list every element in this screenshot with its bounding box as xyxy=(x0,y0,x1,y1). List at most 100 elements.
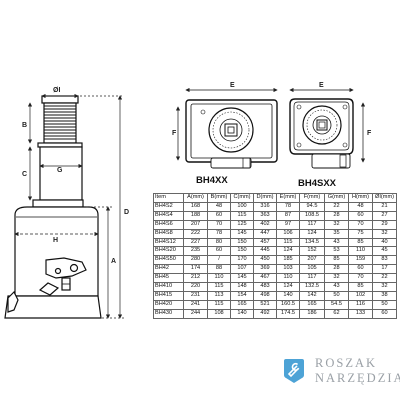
spec-value-cell: 27 xyxy=(372,210,397,221)
spec-value-cell: 188 xyxy=(183,210,208,221)
spec-value-cell: 94.5 xyxy=(299,201,325,212)
spec-value-cell: 152 xyxy=(299,246,325,257)
spec-value-cell: 54.5 xyxy=(324,299,349,310)
spec-item-cell: BH4S4 xyxy=(153,210,184,221)
spec-header-cell: A(mm) xyxy=(183,193,208,203)
spec-value-cell: 222 xyxy=(183,228,208,239)
dim-label-c: C xyxy=(22,171,27,178)
spec-value-cell: 140 xyxy=(230,308,254,319)
spec-value-cell: 32 xyxy=(324,219,349,230)
spec-value-cell: 45 xyxy=(372,246,397,257)
spec-value-cell: 316 xyxy=(253,201,277,212)
spec-value-cell: 75 xyxy=(348,228,373,239)
spec-value-cell: 110 xyxy=(207,273,231,284)
spec-value-cell: 102 xyxy=(348,290,373,301)
spec-value-cell: 115 xyxy=(207,299,231,310)
dim-label-e-right: E xyxy=(319,82,324,89)
saddle-cap xyxy=(41,95,79,104)
spec-header-cell: F(mm) xyxy=(299,193,325,203)
dim-label-f-right: F xyxy=(367,130,372,137)
spec-item-cell: BH4S50 xyxy=(153,255,184,266)
spec-value-cell: 124 xyxy=(299,228,325,239)
spec-item-cell: BH45 xyxy=(153,273,184,284)
spec-value-cell: 241 xyxy=(183,299,208,310)
spec-value-cell: / xyxy=(207,255,231,266)
spec-value-cell: 60 xyxy=(207,246,231,257)
spec-value-cell: 115 xyxy=(230,210,254,221)
spec-value-cell: 174.5 xyxy=(276,308,300,319)
spec-value-cell: 87 xyxy=(276,210,300,221)
spec-value-cell: 115 xyxy=(207,282,231,292)
spec-value-cell: 124 xyxy=(276,246,300,257)
base xyxy=(4,295,102,319)
jack-side-view xyxy=(4,95,102,319)
spec-value-cell: 154 xyxy=(230,290,254,301)
spec-value-cell: 115 xyxy=(276,237,300,248)
spec-value-cell: 185 xyxy=(276,255,300,266)
spec-value-cell: 207 xyxy=(183,219,208,230)
spec-value-cell: 43 xyxy=(324,237,349,248)
spec-value-cell: 17 xyxy=(372,264,397,275)
wrench-logo-icon xyxy=(284,359,304,383)
spec-value-cell: 60 xyxy=(348,210,373,221)
spec-value-cell: 22 xyxy=(324,201,349,212)
spec-value-cell: 116 xyxy=(348,299,373,310)
spec-value-cell: 150 xyxy=(230,246,254,257)
spec-value-cell: 227 xyxy=(183,237,208,248)
dim-label-f-left: F xyxy=(172,130,177,137)
spec-item-cell: BH4S2 xyxy=(153,201,184,212)
spec-value-cell: 483 xyxy=(253,282,277,292)
spec-value-cell: 48 xyxy=(207,201,231,212)
spec-value-cell: 50 xyxy=(372,299,397,310)
spec-item-cell: BH420 xyxy=(153,299,184,310)
spec-value-cell: 110 xyxy=(276,273,300,284)
spec-value-cell: 498 xyxy=(253,290,277,301)
spec-value-cell: 369 xyxy=(253,264,277,275)
spec-value-cell: 70 xyxy=(348,273,373,284)
brand-block: ROSZAK NARZĘDZIA xyxy=(283,356,400,386)
spec-value-cell: 32 xyxy=(372,228,397,239)
spec-value-cell: 108 xyxy=(207,308,231,319)
spec-value-cell: 38 xyxy=(372,290,397,301)
spec-value-cell: 100 xyxy=(230,201,254,212)
spec-value-cell: 450 xyxy=(253,255,277,266)
spec-value-cell: 492 xyxy=(253,308,277,319)
thread-lines xyxy=(44,105,76,140)
spec-value-cell: 457 xyxy=(253,237,277,248)
spec-value-cell: 22 xyxy=(372,273,397,284)
spec-value-cell: 235 xyxy=(183,246,208,257)
spec-value-cell: 186 xyxy=(299,308,325,319)
ram xyxy=(39,146,83,201)
spec-header-cell: G(mm) xyxy=(324,193,349,203)
spec-header-cell: B(mm) xyxy=(207,193,231,203)
dim-label-g: G xyxy=(57,167,63,174)
spec-value-cell: 150 xyxy=(230,237,254,248)
spec-value-cell: 60 xyxy=(372,308,397,319)
spec-value-cell: 160.5 xyxy=(276,299,300,310)
spec-value-cell: 117 xyxy=(299,219,325,230)
spec-value-cell: 29 xyxy=(372,219,397,230)
spec-value-cell: 40 xyxy=(372,237,397,248)
spec-value-cell: 60 xyxy=(348,264,373,275)
spec-value-cell: 35 xyxy=(324,228,349,239)
spec-value-cell: 85 xyxy=(348,282,373,292)
spec-header-cell: D(mm) xyxy=(253,193,277,203)
spec-value-cell: 108.5 xyxy=(299,210,325,221)
spec-value-cell: 159 xyxy=(348,255,373,266)
spec-value-cell: 32 xyxy=(324,273,349,284)
spec-value-cell: 445 xyxy=(253,246,277,257)
spec-value-cell: 105 xyxy=(299,264,325,275)
dimension-lines xyxy=(14,93,124,319)
spec-item-cell: BH430 xyxy=(153,308,184,319)
spec-value-cell: 106 xyxy=(276,228,300,239)
spec-value-cell: 467 xyxy=(253,273,277,284)
spec-value-cell: 50 xyxy=(324,290,349,301)
